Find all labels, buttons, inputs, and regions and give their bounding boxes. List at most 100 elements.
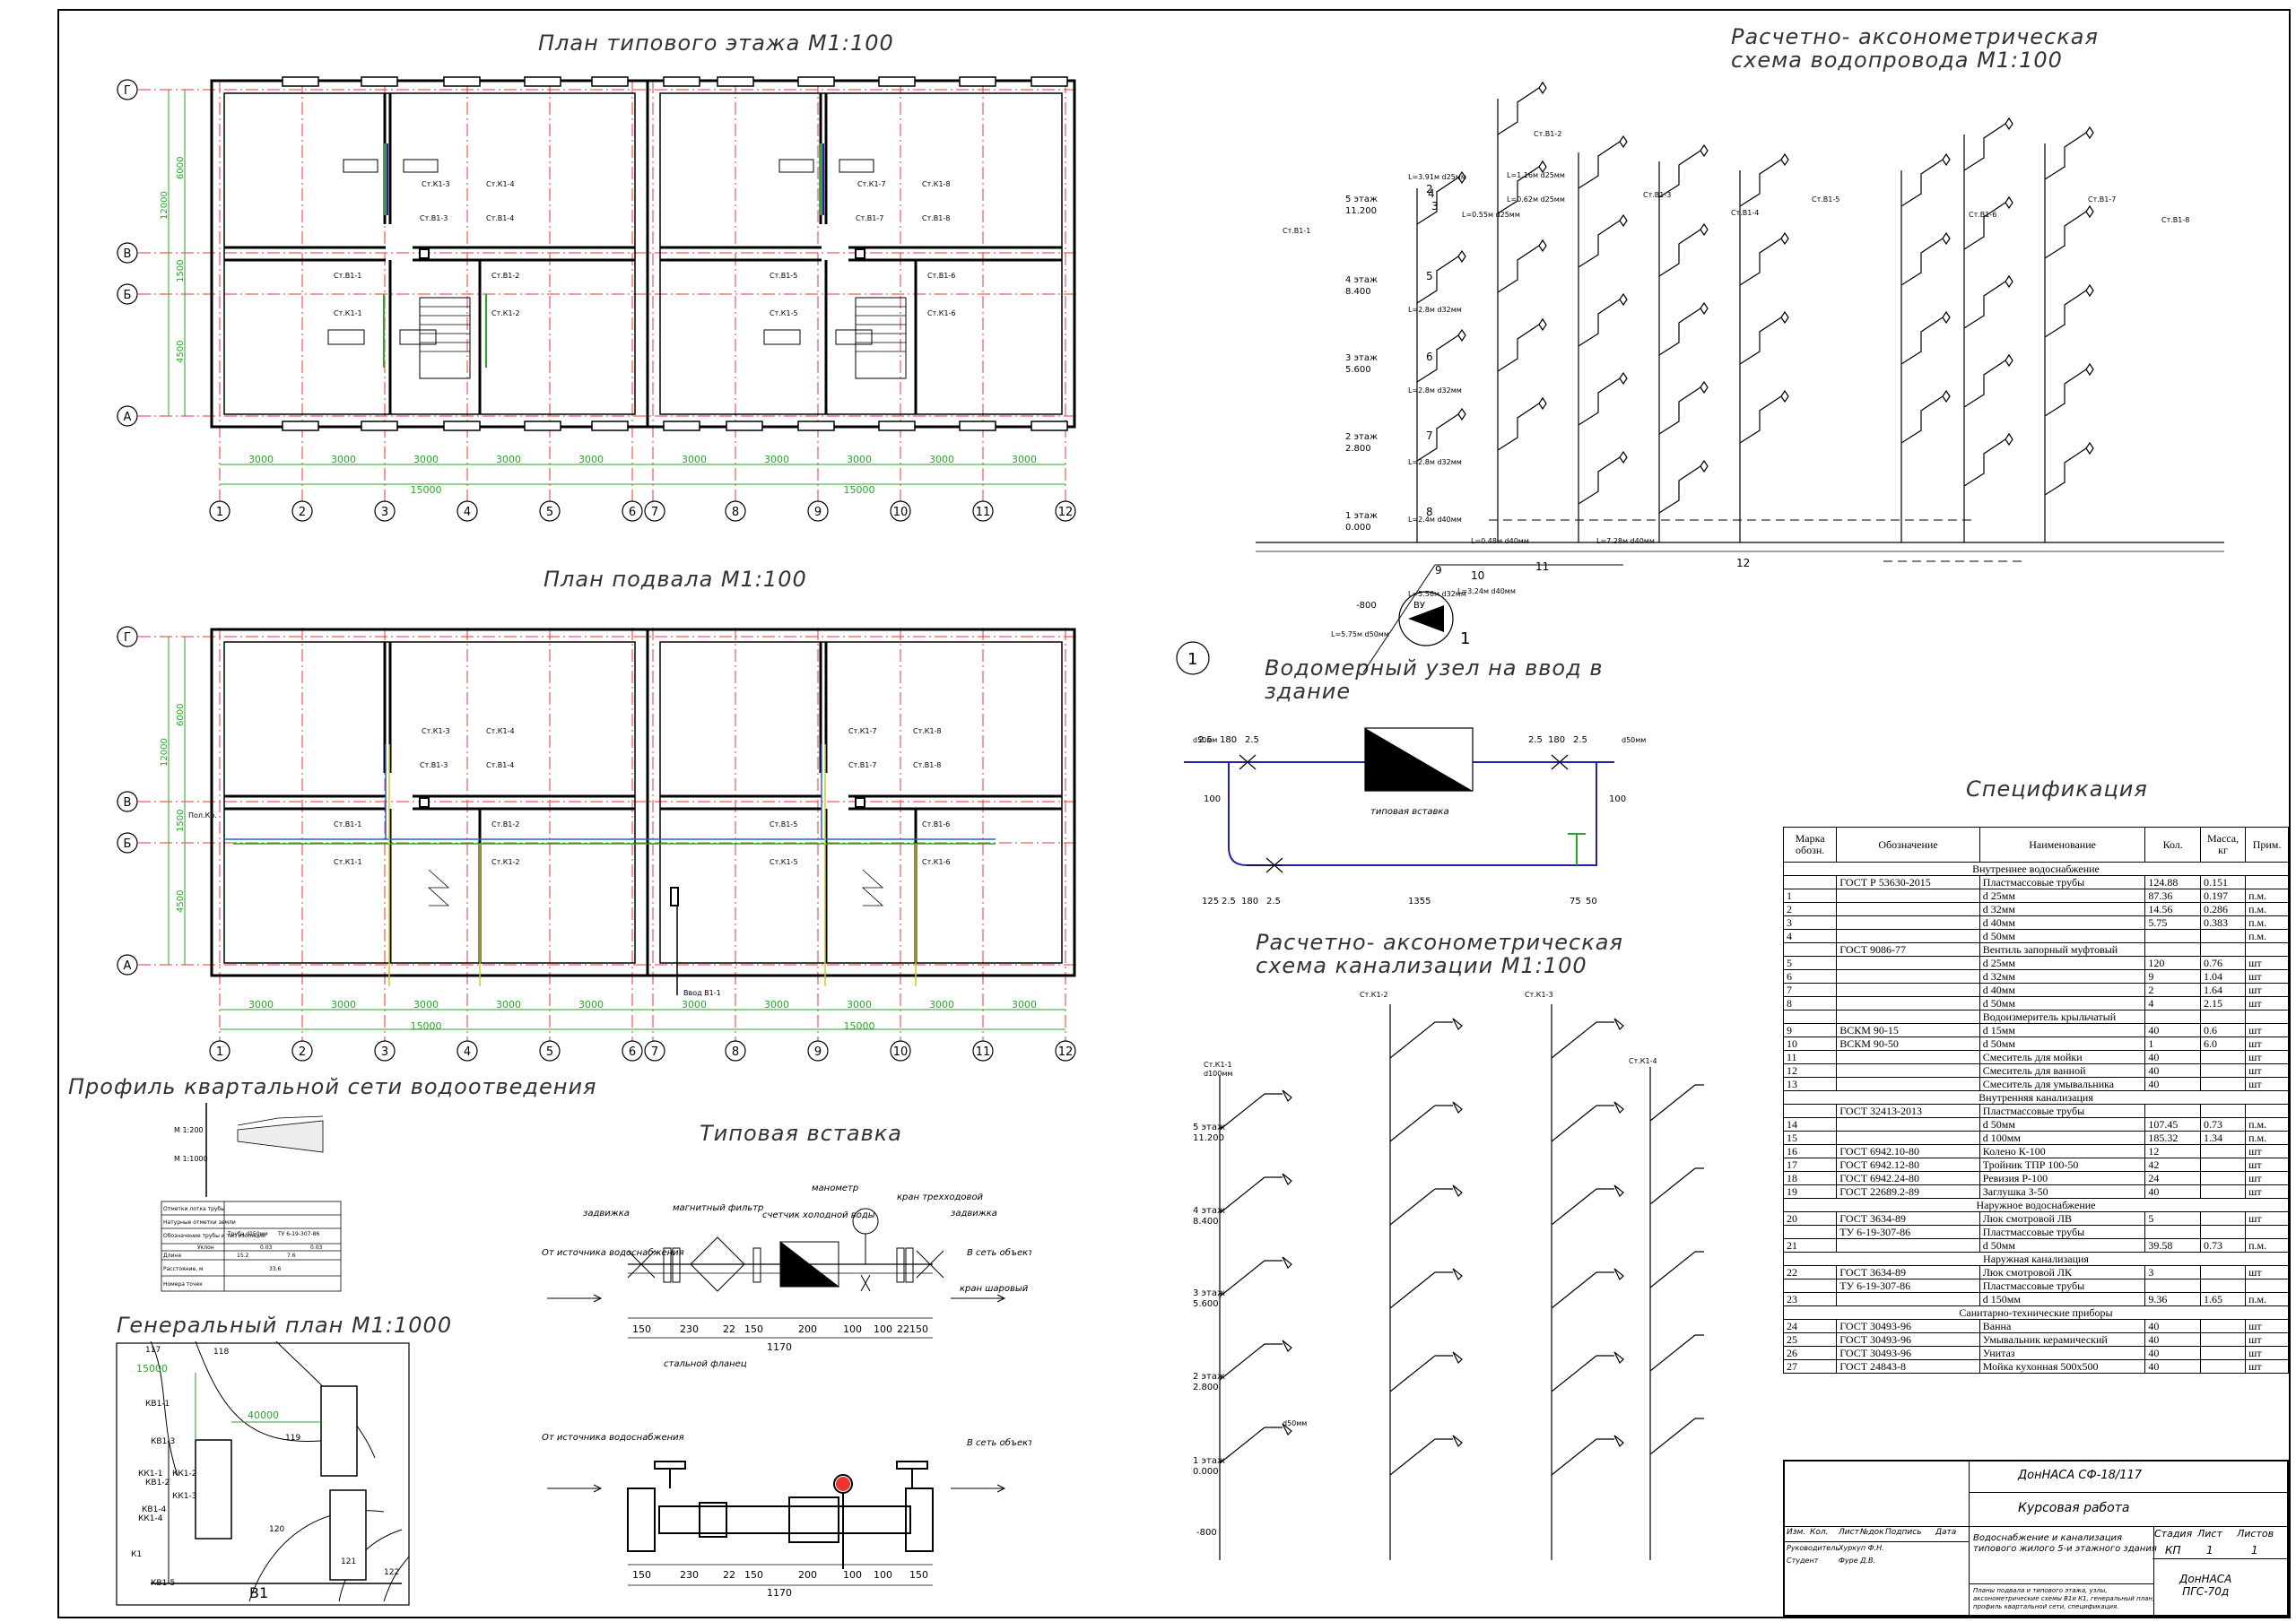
spec-cell: п.м.	[2245, 1131, 2289, 1145]
spec-cell: 1	[2144, 1037, 2201, 1051]
svg-text:2: 2	[299, 506, 306, 519]
floor-label: Ст.В1-3	[420, 214, 448, 222]
spec-cell: 1	[1782, 889, 1838, 903]
svg-text:ТУ 6-19-307-86: ТУ 6-19-307-86	[277, 1231, 319, 1237]
spec-cell: d 40мм	[1979, 983, 2146, 997]
svg-text:11.200: 11.200	[1193, 1133, 1224, 1143]
svg-text:0.03: 0.03	[260, 1245, 273, 1251]
spec-cell: 7	[1782, 983, 1838, 997]
spec-cell: d 100мм	[1979, 1131, 2146, 1145]
axis-row: В	[124, 247, 132, 261]
sewer-riser	[1389, 1004, 1463, 1560]
svg-text:50: 50	[1586, 897, 1597, 906]
spec-cell: 25	[1782, 1332, 1838, 1347]
spec-cell	[2199, 1050, 2247, 1064]
svg-text:К1: К1	[131, 1550, 142, 1559]
svg-text:Ст.В1-8: Ст.В1-8	[2161, 216, 2189, 224]
svg-text:3000: 3000	[682, 454, 707, 465]
svg-text:d50мм: d50мм	[1193, 736, 1217, 744]
spec-header: Марка обозн.	[1782, 827, 1838, 863]
spec-cell: 9	[1782, 1023, 1838, 1037]
svg-text:L=5.75м d50мм: L=5.75м d50мм	[1331, 630, 1389, 638]
floor-label: Ст.К1-6	[927, 309, 956, 317]
spec-cell: Заглушка З-50	[1979, 1184, 2146, 1199]
spec-cell: Смеситель для умывальника	[1979, 1077, 2146, 1091]
spec-cell: 0.6	[2199, 1023, 2247, 1037]
svg-text:2.800: 2.800	[1193, 1383, 1219, 1392]
general-plan-title: Генеральный план М1:1000	[117, 1313, 453, 1338]
svg-text:4: 4	[464, 1045, 471, 1059]
svg-text:Ст.В1-8: Ст.В1-8	[913, 761, 941, 769]
spec-cell: 87.36	[2144, 889, 2201, 903]
spec-cell: d 50мм	[1979, 1037, 2146, 1051]
typical-insert-diagram: манометр магнитный фильтр кран трехходов…	[542, 1184, 1031, 1596]
spec-cell: Люк смотровой ЛК	[1979, 1265, 2146, 1279]
spec-cell	[2245, 942, 2289, 957]
svg-text:Ст.В1-5: Ст.В1-5	[770, 820, 797, 828]
svg-text:3000: 3000	[331, 454, 356, 465]
drawing-frame	[57, 9, 2291, 1618]
spec-cell	[1836, 929, 1980, 943]
spec-cell	[1836, 983, 1980, 997]
svg-text:Ст.В1-1: Ст.В1-1	[334, 820, 361, 828]
svg-text:4: 4	[1428, 187, 1435, 200]
svg-text:4 этаж: 4 этаж	[1345, 275, 1378, 285]
spec-cell	[1836, 1010, 1980, 1024]
svg-text:Ст.В1-7: Ст.В1-7	[848, 761, 876, 769]
spec-header: Обозначение	[1836, 827, 1980, 863]
svg-text:11: 11	[1535, 560, 1549, 573]
svg-text:15000: 15000	[844, 484, 875, 496]
spec-cell: ГОСТ 6942.10-80	[1836, 1144, 1980, 1158]
spec-cell: Колено К-100	[1979, 1144, 2146, 1158]
svg-text:Ст.В1-4: Ст.В1-4	[1731, 209, 1759, 217]
svg-text:4500: 4500	[176, 890, 186, 913]
spec-cell: 0.151	[2199, 875, 2247, 889]
svg-text:Ст.В1-2: Ст.В1-2	[1534, 130, 1561, 138]
svg-text:Обозначение трубы и тип изоляц: Обозначение трубы и тип изоляции	[163, 1233, 265, 1239]
spec-cell	[1836, 1292, 1980, 1306]
svg-text:125: 125	[1202, 897, 1219, 906]
svg-text:Труба d150мм: Труба d150мм	[227, 1231, 268, 1237]
svg-text:5: 5	[546, 1045, 553, 1059]
spec-cell: 1.34	[2199, 1131, 2247, 1145]
svg-text:3: 3	[381, 506, 388, 519]
svg-text:3000: 3000	[1012, 454, 1037, 465]
spec-cell: 0.383	[2199, 915, 2247, 930]
floor-label: Ст.В1-2	[491, 272, 519, 280]
floor-label: Ст.В1-1	[334, 272, 361, 280]
svg-text:L=2.8м d32мм: L=2.8м d32мм	[1408, 306, 1462, 314]
spec-cell: d 25мм	[1979, 889, 2146, 903]
svg-text:-800: -800	[1196, 1528, 1217, 1538]
spec-row: Внутренняя канализация	[1783, 1090, 2289, 1105]
spec-row: Санитарно-технические приборы	[1783, 1305, 2289, 1320]
svg-text:М 1:200: М 1:200	[174, 1126, 204, 1134]
svg-text:9: 9	[1435, 564, 1442, 577]
svg-text:5.600: 5.600	[1345, 365, 1371, 375]
svg-text:150: 150	[909, 1569, 928, 1581]
spec-cell: 0.73	[2199, 1117, 2247, 1132]
svg-text:Номера точек: Номера точек	[163, 1281, 203, 1288]
svg-text:3 этаж: 3 этаж	[1345, 353, 1378, 363]
svg-text:-800: -800	[1356, 601, 1377, 611]
svg-text:8: 8	[1426, 506, 1433, 518]
svg-text:100: 100	[874, 1323, 892, 1335]
svg-text:0.000: 0.000	[1345, 523, 1371, 533]
svg-text:L=0.62м d25мм: L=0.62м d25мм	[1507, 195, 1565, 204]
svg-text:КК1-4: КК1-4	[138, 1514, 163, 1523]
svg-text:5: 5	[1426, 270, 1433, 282]
svg-text:7: 7	[1426, 429, 1433, 442]
dim: 12000	[160, 191, 170, 220]
spec-cell: 8	[1782, 996, 1838, 1010]
svg-text:11: 11	[976, 1045, 991, 1059]
spec-cell: шт	[2245, 1171, 2289, 1185]
spec-cell: 40	[2144, 1184, 2201, 1199]
floor-level: 5 этаж	[1345, 195, 1378, 204]
svg-text:1170: 1170	[767, 1587, 792, 1596]
spec-cell	[1836, 1117, 1980, 1132]
spec-cell: Смеситель для мойки	[1979, 1050, 2146, 1064]
spec-cell: Пластмассовые трубы	[1979, 1279, 2146, 1293]
